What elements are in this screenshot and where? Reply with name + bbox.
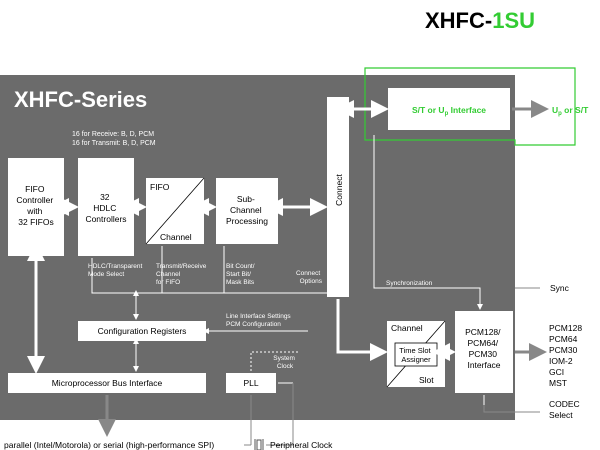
- product-suffix: 1SU: [492, 8, 535, 33]
- connectors: [27, 100, 485, 405]
- config-registers-label: Configuration Registers: [98, 326, 187, 336]
- bit-count-note: Bit Count/ Start Bit/ Mask Bits: [226, 263, 256, 286]
- sync-label: Sync: [550, 283, 570, 293]
- subchannel-label: Sub- Channel Processing: [226, 194, 268, 226]
- pcm-interface-label: PCM128/ PCM64/ PCM30 Interface: [465, 327, 503, 370]
- product-prefix: XHFC-: [425, 8, 492, 33]
- fifo-controller-label: FIFO Controller with 32 FIFOs: [16, 184, 55, 227]
- hdlc-label: 32 HDLC Controllers: [85, 192, 126, 224]
- fifo-transmit-range: 16 for Transmit: B, D, PCM: [72, 140, 156, 147]
- fifo-channel-bottom-label: Channel: [160, 232, 192, 242]
- tsa-channel-label: Channel: [391, 323, 423, 333]
- crystal-icon: [254, 439, 264, 450]
- microprocessor-block: [8, 373, 206, 393]
- tsa-assigner-label: Time Slot Assigner: [399, 346, 433, 364]
- fifo-receive-range: 16 for Receive: B, D, PCM: [72, 131, 154, 138]
- pll-label: PLL: [243, 378, 258, 388]
- system-clock-note: System Clock: [273, 355, 296, 370]
- bus-note: parallel (Intel/Motorola) or serial (hig…: [4, 440, 214, 450]
- config-registers-block: [78, 321, 206, 341]
- line-interface-note: Line Interface Settings PCM Configuratio…: [226, 313, 293, 328]
- connect-label: Connect: [334, 174, 344, 206]
- peripheral-clock-label: Peripheral Clock: [270, 440, 333, 450]
- hdlc-mode-note: HDLC/Transparent Mode Select: [88, 263, 144, 278]
- st-interface-block: [388, 88, 510, 130]
- product-title: XHFC-1SU: [425, 8, 535, 33]
- synchronization-note: Synchronization: [386, 280, 433, 287]
- microprocessor-label: Microprocessor Bus Interface: [52, 378, 163, 388]
- external-connectors: [98, 100, 549, 446]
- series-title: XHFC-Series: [14, 87, 147, 112]
- codec-select-label: CODEC Select: [549, 399, 582, 420]
- pll-block: [226, 373, 276, 393]
- connect-block: [327, 97, 349, 297]
- connect-options-note: Connect Options: [296, 270, 323, 285]
- pcm-interface-block: [455, 311, 513, 393]
- up-st-label: Up or S/T: [552, 105, 589, 117]
- st-interface-label: S/T or Up Interface: [412, 105, 486, 117]
- fifo-channel-top-label: FIFO: [150, 182, 170, 192]
- pcm-list: PCM128 PCM64 PCM30 IOM-2 GCI MST: [549, 323, 584, 388]
- xhfc1su-outline: [364, 67, 576, 146]
- transmit-receive-note: Transmit/Receive Channel for FIFO: [156, 263, 208, 286]
- tsa-slot-label: Slot: [419, 375, 434, 385]
